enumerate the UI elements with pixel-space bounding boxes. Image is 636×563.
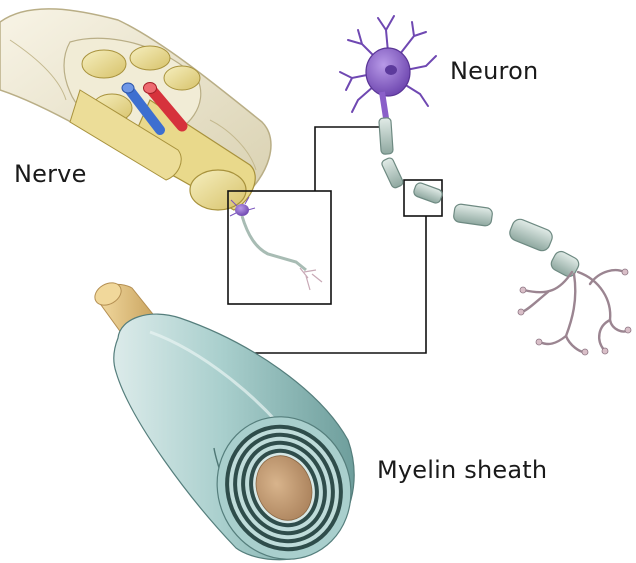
myelin-sheath-label: Myelin sheath [377,456,547,484]
nerve-label: Nerve [14,160,87,188]
connector-segment-to-myelin [255,216,426,353]
neuron-label: Neuron [450,57,538,85]
myelin-cross-section-icon [91,278,372,563]
small-neuron-icon [230,197,322,290]
connector-soma-to-inset [315,127,384,191]
